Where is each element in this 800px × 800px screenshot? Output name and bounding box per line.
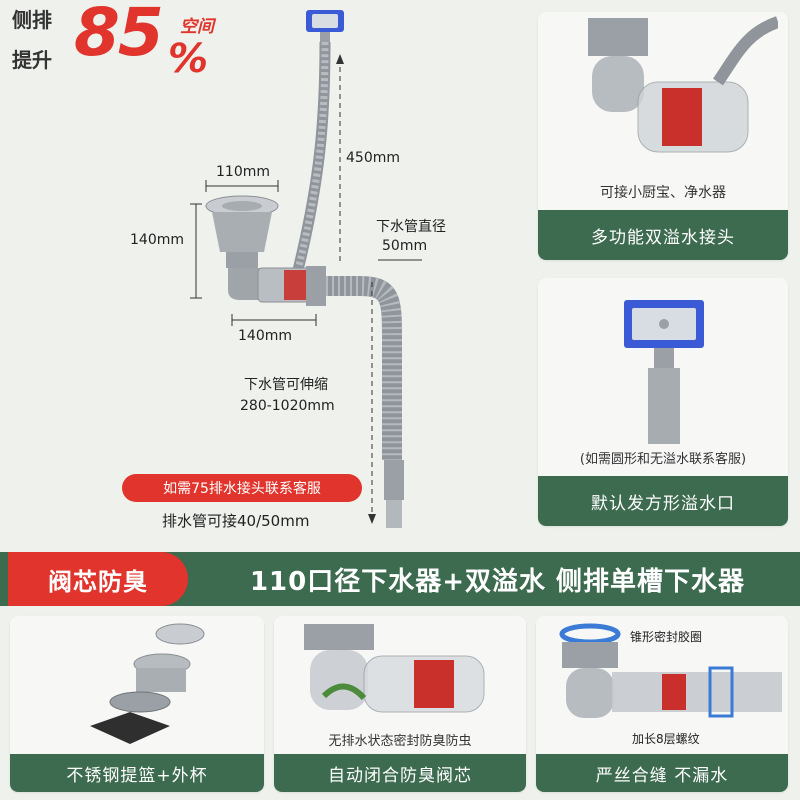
banner-title: 110口径下水器+双溢水 侧排单槽下水器 — [249, 566, 746, 597]
hero-line2: 提升 — [12, 48, 52, 72]
hero-line1: 侧排 — [12, 8, 52, 32]
card2-caption: (如需圆形和无溢水联系客服) — [579, 452, 747, 467]
card-basket: 不锈钢提篮+外杯 — [10, 616, 264, 792]
card-valve: 无排水状态密封防臭防虫 自动闭合防臭阀芯 — [274, 616, 526, 792]
valve-core-image — [304, 624, 485, 713]
card-thread: 锥形密封胶圈 加长8层螺纹 严丝合缝 不漏水 — [536, 616, 788, 792]
dimension-width-top: 110mm — [216, 164, 270, 180]
drain-connect-label: 排水管可接40/50mm — [162, 512, 310, 530]
overflow-connector-image — [588, 16, 778, 153]
bottom-card2-footer: 自动闭合防臭阀芯 — [274, 754, 526, 792]
bottom-card1-footer: 不锈钢提篮+外杯 — [10, 754, 264, 792]
card1-footer: 多功能双溢水接头 — [538, 210, 788, 260]
dimension-width-bottom: 140mm — [238, 328, 292, 344]
card2-footer: 默认发方形溢水口 — [538, 476, 788, 526]
dimension-height-left: 140mm — [130, 232, 184, 248]
contact-notice-badge: 如需75排水接头联系客服 — [122, 474, 362, 502]
card-square-overflow: (如需圆形和无溢水联系客服) 默认发方形溢水口 — [538, 278, 788, 526]
hero-percentage: 85 — [74, 0, 164, 71]
thread-label: 加长8层螺纹 — [632, 732, 700, 746]
telescopic-value: 280-1020mm — [240, 398, 335, 414]
hero-percent-sign: % — [168, 36, 209, 82]
thread-seal-image — [559, 623, 782, 718]
bottom-card2-caption: 无排水状态密封防臭防虫 — [328, 734, 472, 749]
pipe-diameter-value: 50mm — [382, 238, 428, 254]
card-double-overflow: 可接小厨宝、净水器 多功能双溢水接头 — [538, 12, 788, 260]
square-overflow-head — [306, 10, 344, 42]
dimension-hose-length: 450mm — [346, 150, 400, 166]
sink-drain-diagram — [190, 10, 422, 528]
seal-ring-label: 锥形密封胶圈 — [630, 630, 703, 644]
hero-label: 空间 — [180, 17, 214, 37]
banner-tag: 阀芯防臭 — [8, 552, 188, 606]
square-overflow-image — [624, 300, 704, 444]
valve-body — [228, 266, 326, 306]
card1-caption: 可接小厨宝、净水器 — [600, 185, 726, 201]
drain-pipe — [326, 276, 402, 460]
pipe-diameter-label: 下水管直径 — [376, 219, 446, 235]
telescopic-label: 下水管可伸缩 — [244, 377, 328, 393]
strainer-basket — [205, 195, 279, 268]
basket-parts-image — [90, 623, 205, 744]
bottom-card3-footer: 严丝合缝 不漏水 — [536, 754, 788, 792]
